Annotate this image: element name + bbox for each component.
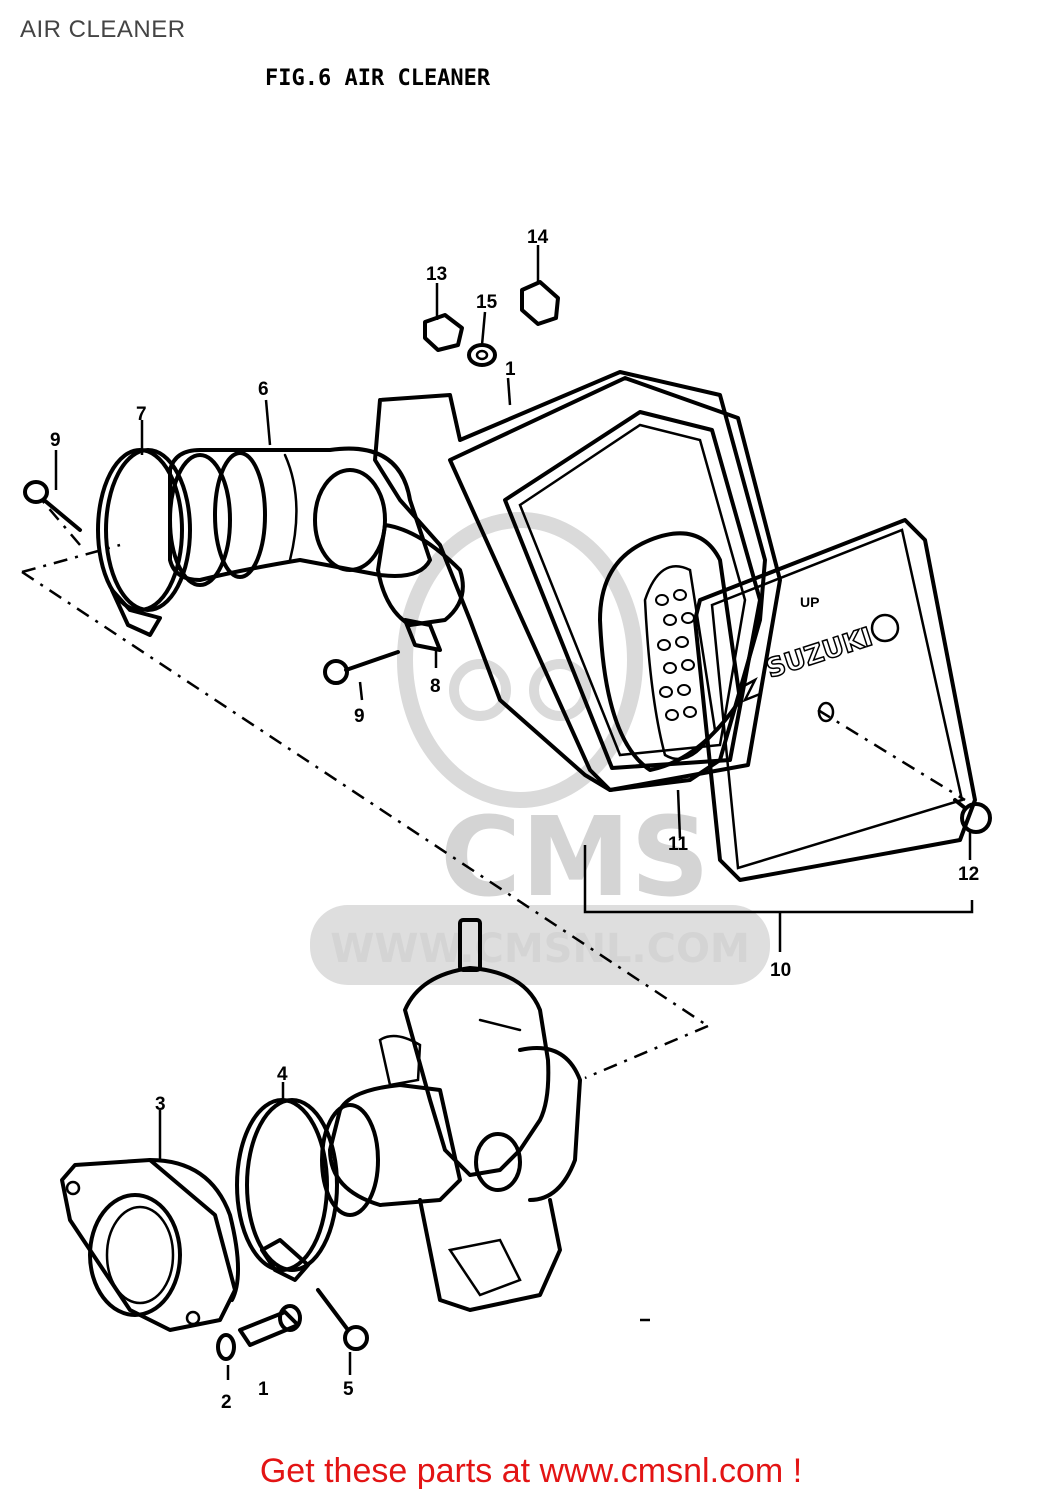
assembly-guide-lines [21,497,966,1322]
watermark-mascot-eye-left [449,659,511,721]
callout-6: 6 [258,379,269,400]
watermark-badge [310,905,770,985]
cover-screw-hole [817,701,835,723]
washer-2 [216,1333,236,1361]
hose-clamp-lower [376,523,465,652]
page-title: AIR CLEANER [20,16,186,43]
carburetor [320,918,582,1312]
screw-9-lower [323,650,400,685]
cms-watermark: CMS WWW.CMSNL.COM [310,512,770,985]
filter-brand-text: SUZUKI [763,622,877,684]
callout-12: 12 [958,864,979,885]
watermark-brand: CMS [440,793,709,921]
air-intake-hose [168,446,432,587]
watermark-mascot-head [397,512,643,808]
watermark-mascot-eye-right [529,659,591,721]
callout-4: 4 [277,1064,288,1085]
callout-9-upper: 9 [50,430,61,451]
figure-title: FIG.6 AIR CLEANER [265,66,491,91]
suzuki-logo-icon [738,677,762,703]
callout-14: 14 [527,227,549,248]
callout-11: 11 [668,834,689,855]
callout-leader-lines [54,245,972,1380]
nut-14 [520,280,560,326]
nut-13 [423,313,464,352]
intake-pipe [60,1158,240,1332]
cover-badge-icon [870,613,900,643]
filter-top-mark: UP [800,594,819,610]
callout-1-case: 1 [505,359,516,380]
callout-2: 2 [221,1392,232,1413]
filter-element-mesh [655,589,697,721]
callout-9-lower: 9 [354,706,365,727]
hose-clamp-upper [96,448,192,637]
callout-5: 5 [343,1379,354,1400]
bolt-1 [238,1304,302,1347]
callout-8: 8 [430,676,441,697]
screw-9-upper [23,480,82,532]
callout-10: 10 [770,960,791,981]
watermark-url: WWW.CMSNL.COM [330,926,750,972]
callout-13: 13 [426,264,447,285]
part-10-bracket [583,845,974,952]
washer-15 [467,343,497,367]
intake-clamp [235,1098,339,1282]
callout-15: 15 [476,292,498,313]
air-cleaner-case [373,370,782,792]
screw-12 [953,798,992,834]
screw-5 [316,1288,369,1351]
callout-3: 3 [155,1094,166,1115]
callout-7: 7 [136,404,147,425]
callout-labels: 1 2 3 4 5 6 7 8 9 9 10 11 12 13 14 15 1 [50,227,979,1413]
callout-1-bolt: 1 [258,1379,269,1400]
footer-parts-link[interactable]: Get these parts at www.cmsnl.com ! [259,1452,803,1490]
